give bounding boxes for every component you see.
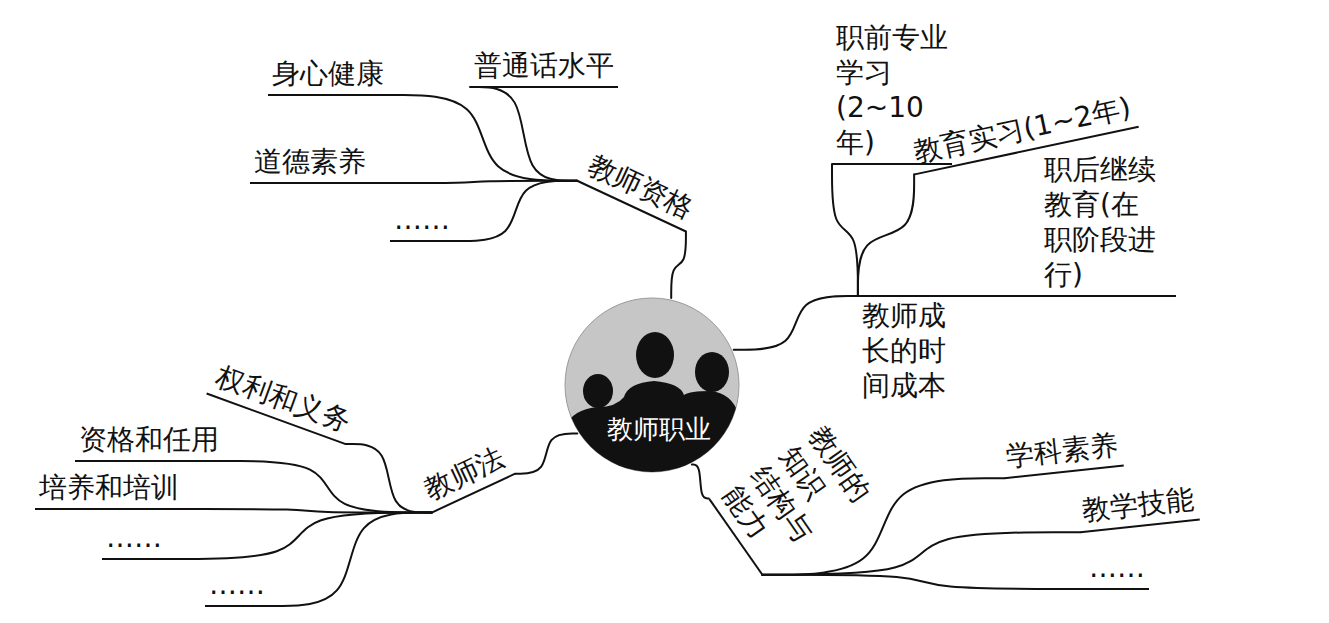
branch-text: 普通话水平 (474, 48, 614, 83)
branch-label: 普通话水平 (470, 46, 618, 88)
branch-text: 教师资格 (582, 147, 698, 226)
branch-label: 职前专业学习 (2~10年) (832, 18, 952, 165)
branch-text: …… (394, 202, 450, 237)
branch-text: 资格和任用 (79, 422, 219, 457)
branch-label: …… (390, 200, 454, 242)
branch-label: 教师资格 (577, 144, 704, 233)
branch-line (734, 296, 858, 350)
branch-text: 教师的知识 结构与能力 (714, 419, 877, 569)
branch-line (692, 465, 709, 499)
branch-line (762, 532, 1080, 575)
branch-line (346, 444, 432, 512)
branch-text: …… (209, 567, 265, 602)
branch-line (858, 174, 914, 296)
branch-topic: 教师成长的时 间成本 (858, 296, 967, 405)
circle-illustration (564, 297, 740, 473)
branch-line (470, 87, 577, 181)
branch-label: 权利和义务 (206, 355, 359, 445)
branch-line (858, 295, 1040, 297)
branch-text: 权利和义务 (212, 358, 356, 439)
branch-label: 资格和任用 (75, 420, 223, 462)
branch-label: 身心健康 (268, 54, 388, 96)
branch-label: 教师的知识 结构与能力 (708, 415, 882, 575)
branch-label: …… (205, 565, 269, 607)
branch-label: 教师法 (414, 437, 515, 514)
people-silhouette (564, 332, 740, 473)
branch-text: 身心健康 (272, 56, 384, 91)
branch-line (515, 433, 577, 473)
branch-text: 职后继续教育(在 职阶段进行) (1044, 152, 1172, 292)
branch-label: 培养和培训 (35, 468, 183, 510)
branch-text: 学科素养 (1004, 427, 1119, 474)
branch-line (166, 513, 432, 559)
branch-text: 教学技能 (1080, 481, 1195, 528)
branch-label: 学科素养 (1000, 425, 1124, 479)
branch-text: 培养和培训 (39, 470, 179, 505)
branch-text: …… (106, 520, 162, 555)
branch-text: 道德素养 (254, 144, 366, 179)
branch-line (762, 575, 1085, 589)
branch-label: …… (102, 518, 166, 560)
branch-line (388, 95, 577, 181)
branch-line (223, 461, 432, 513)
branch-line (454, 181, 577, 241)
center-disc (565, 298, 739, 472)
branch-text: …… (1089, 550, 1145, 585)
branch-line (269, 513, 432, 606)
branch-text: 教师法 (419, 440, 510, 507)
branch-label: …… (1085, 548, 1149, 590)
branch-text: 职前专业学习 (2~10年) (836, 20, 948, 160)
branch-line (671, 231, 686, 298)
branch-label: 道德素养 (250, 142, 370, 184)
center-circle: 教师职业 (564, 297, 740, 473)
branch-label: 职后继续教育(在 职阶段进行) (1040, 150, 1176, 297)
center-title: 教师职业 (564, 413, 740, 447)
branch-text: 教师成长的时 间成本 (862, 298, 963, 403)
branch-label: 教学技能 (1076, 479, 1200, 533)
branch-line (832, 164, 858, 296)
